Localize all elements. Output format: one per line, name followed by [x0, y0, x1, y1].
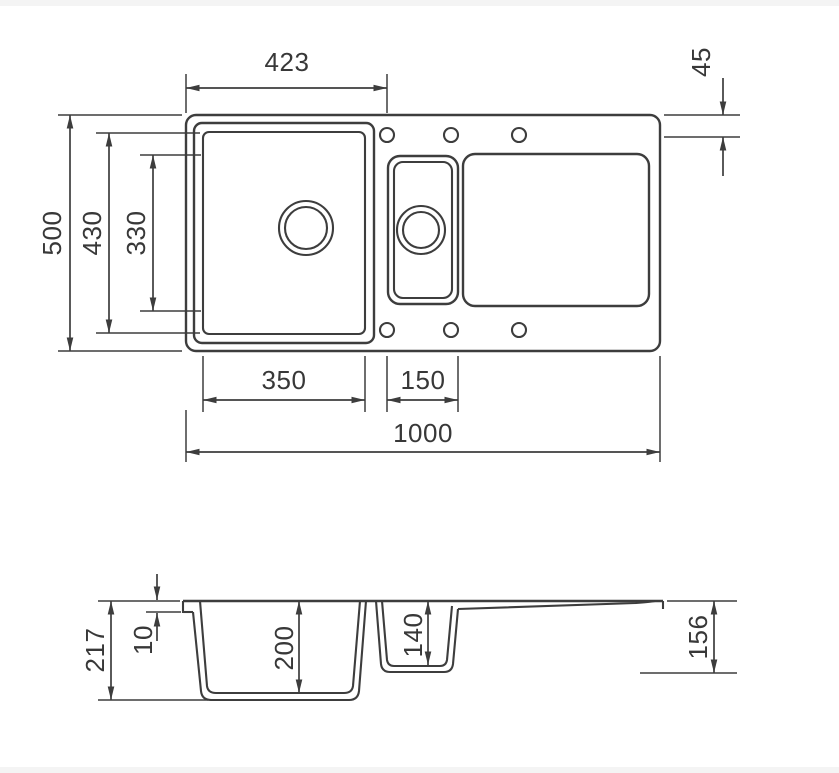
half-bowl-section-outer — [374, 600, 460, 674]
dimension-half-bowl-depth: 140 — [398, 601, 432, 665]
dim-label-200: 200 — [269, 626, 299, 671]
drainboard — [461, 152, 651, 308]
dimension-overall-height: 217 — [80, 600, 208, 701]
tap-hole-icon — [442, 321, 460, 339]
dim-label-156: 156 — [683, 615, 713, 660]
section-view: 217 10 200 140 156 — [80, 574, 737, 702]
dimension-main-bowl-depth: 200 — [269, 601, 303, 693]
main-bowl — [192, 121, 376, 345]
dimension-main-bowl-width: 350 — [202, 356, 366, 412]
letterbox-bottom — [0, 767, 839, 773]
dim-label-330: 330 — [121, 211, 151, 256]
main-bowl-section-inner — [198, 600, 362, 695]
main-bowl-outer — [192, 121, 376, 345]
tap-hole-icon — [510, 126, 528, 144]
half-bowl — [386, 154, 460, 306]
dimension-bowl-opening-depth: 430 — [77, 132, 200, 334]
half-bowl-outer — [386, 154, 460, 306]
dim-label-150: 150 — [401, 365, 446, 395]
dim-label-217: 217 — [80, 628, 110, 673]
dim-label-140: 140 — [398, 613, 428, 658]
dim-label-45: 45 — [686, 47, 716, 77]
dimension-overall-depth: 500 — [37, 114, 182, 352]
dimension-bowl-base-depth: 330 — [121, 154, 201, 312]
half-bowl-section-inner — [380, 600, 454, 668]
dim-label-10: 10 — [128, 625, 158, 655]
main-bowl-section-outer — [191, 600, 368, 702]
dimension-end-height: 156 — [640, 600, 737, 674]
half-drain-outer-icon — [395, 204, 447, 256]
main-drain-outer-icon — [277, 199, 335, 257]
main-drain-inner-icon — [283, 205, 329, 251]
tap-hole-icon — [510, 321, 528, 339]
letterbox-top — [0, 0, 839, 6]
dim-label-350: 350 — [262, 365, 307, 395]
dim-label-430: 430 — [77, 211, 107, 256]
half-drain-inner-icon — [401, 210, 441, 250]
dim-label-423: 423 — [265, 47, 310, 77]
dim-label-1000: 1000 — [393, 418, 453, 448]
drainboard-slope-line — [457, 599, 656, 611]
sink-outline — [184, 113, 662, 353]
tap-hole-icon — [378, 126, 396, 144]
dimension-half-bowl-width: 150 — [386, 356, 459, 412]
top-view: 423 45 500 430 330 — [37, 47, 740, 462]
dimension-rim-thickness: 10 — [128, 574, 181, 655]
dimension-overall-width: 1000 — [185, 356, 661, 462]
tap-holes — [378, 126, 528, 339]
half-bowl-inner — [392, 160, 454, 300]
tap-hole-icon — [378, 321, 396, 339]
dim-label-500: 500 — [37, 211, 67, 256]
dimension-tap-hole-offset: 45 — [664, 47, 740, 176]
dimension-bowl-section-width: 423 — [185, 47, 388, 113]
tap-hole-icon — [442, 126, 460, 144]
main-bowl-inner — [201, 130, 367, 336]
